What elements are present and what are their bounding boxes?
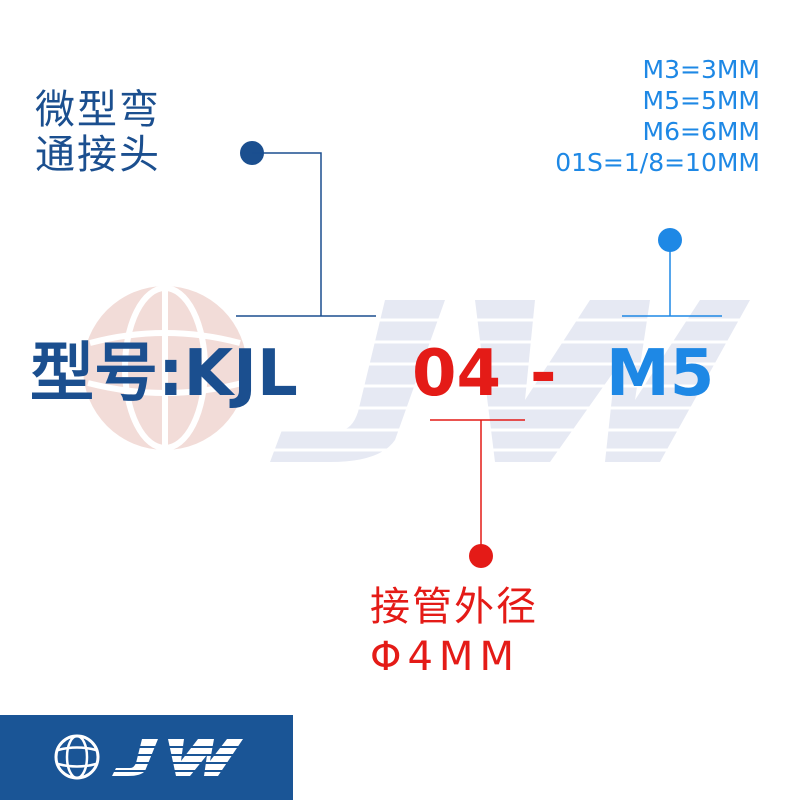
globe-logo-icon xyxy=(54,734,100,780)
jw-watermark xyxy=(270,300,750,462)
model-prefix: 型号:KJL xyxy=(30,337,298,411)
thread-option: M6=6MM xyxy=(642,117,760,146)
tube-diameter-value: Φ4MM xyxy=(370,634,520,680)
product-name-callout xyxy=(236,141,376,317)
thread-option: M5=5MM xyxy=(642,86,760,115)
brand-footer xyxy=(0,715,293,800)
jw-logo xyxy=(112,739,244,776)
tube-diameter-callout xyxy=(430,419,525,568)
thread-options-list: M3=3MM M5=5MM M6=6MM 01S=1/8=10MM xyxy=(555,54,760,178)
tube-diameter-label: 接管外径 Φ4MM xyxy=(370,582,538,682)
product-name-line-1: 微型弯 xyxy=(35,87,161,133)
model-tube-code: 04 xyxy=(412,337,502,411)
thread-option: M3=3MM xyxy=(642,55,760,84)
model-thread-code: M5 xyxy=(606,337,715,411)
model-dash: - xyxy=(530,337,557,411)
thread-callout xyxy=(622,228,722,317)
thread-option: 01S=1/8=10MM xyxy=(555,148,760,177)
globe-watermark-icon xyxy=(83,285,247,451)
product-name: 微型弯 通接头 xyxy=(35,88,161,178)
product-name-line-2: 通接头 xyxy=(35,132,161,178)
tube-diameter-title: 接管外径 xyxy=(370,584,538,630)
